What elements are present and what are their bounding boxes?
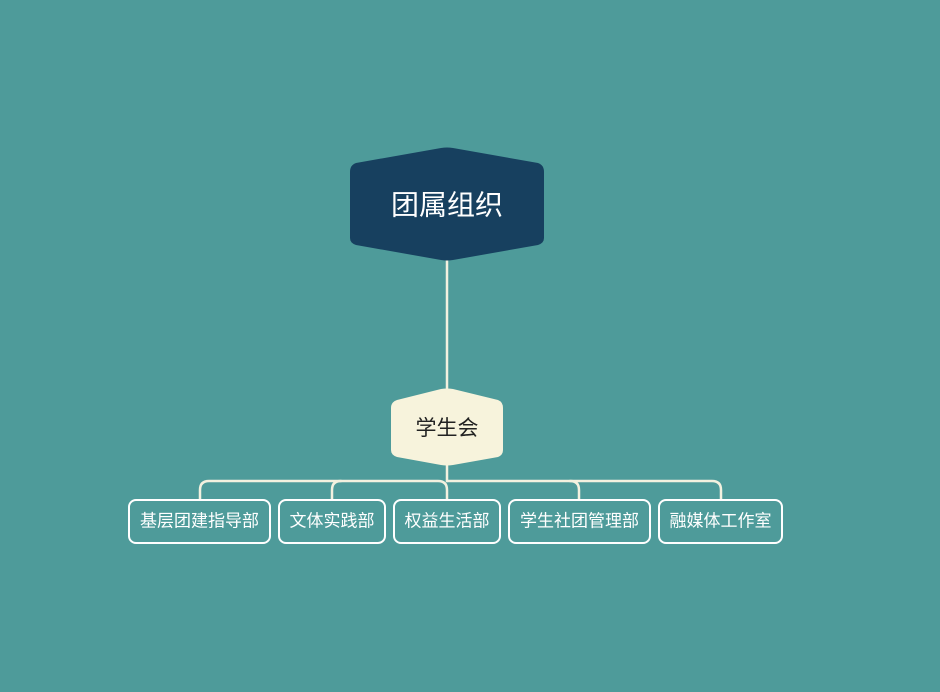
- child-node-box: [393, 499, 501, 544]
- child-node-box: [128, 499, 271, 544]
- root-node-label: 团属组织: [391, 189, 503, 222]
- connector-to-child-2: [330, 479, 343, 501]
- child-node[interactable]: 学生社团管理部: [508, 499, 651, 544]
- connectors: [198, 258, 723, 501]
- child-node-label: 权益生活部: [405, 512, 490, 532]
- child-node-box: [278, 499, 386, 544]
- connector-bus-left: [198, 479, 449, 501]
- child-nodes: 基层团建指导部 文体实践部 权益生活部 学生社团管理部 融媒体工作室: [128, 499, 783, 544]
- child-node-box: [658, 499, 783, 544]
- child-node-label: 学生社团管理部: [520, 512, 639, 532]
- root-node-shape: [350, 147, 544, 261]
- child-node-label: 基层团建指导部: [140, 512, 259, 532]
- middle-node-shape: [391, 388, 503, 466]
- root-node[interactable]: 团属组织: [350, 147, 544, 261]
- child-node[interactable]: 权益生活部: [393, 499, 501, 544]
- connector-bus-right: [445, 479, 723, 501]
- child-node[interactable]: 文体实践部: [278, 499, 386, 544]
- connector-to-child-4: [568, 479, 581, 501]
- middle-node[interactable]: 学生会: [391, 388, 503, 466]
- middle-node-label: 学生会: [416, 416, 479, 440]
- child-node-box: [508, 499, 651, 544]
- child-node-label: 融媒体工作室: [670, 512, 772, 532]
- child-node[interactable]: 融媒体工作室: [658, 499, 783, 544]
- child-node-label: 文体实践部: [290, 512, 375, 532]
- child-node[interactable]: 基层团建指导部: [128, 499, 271, 544]
